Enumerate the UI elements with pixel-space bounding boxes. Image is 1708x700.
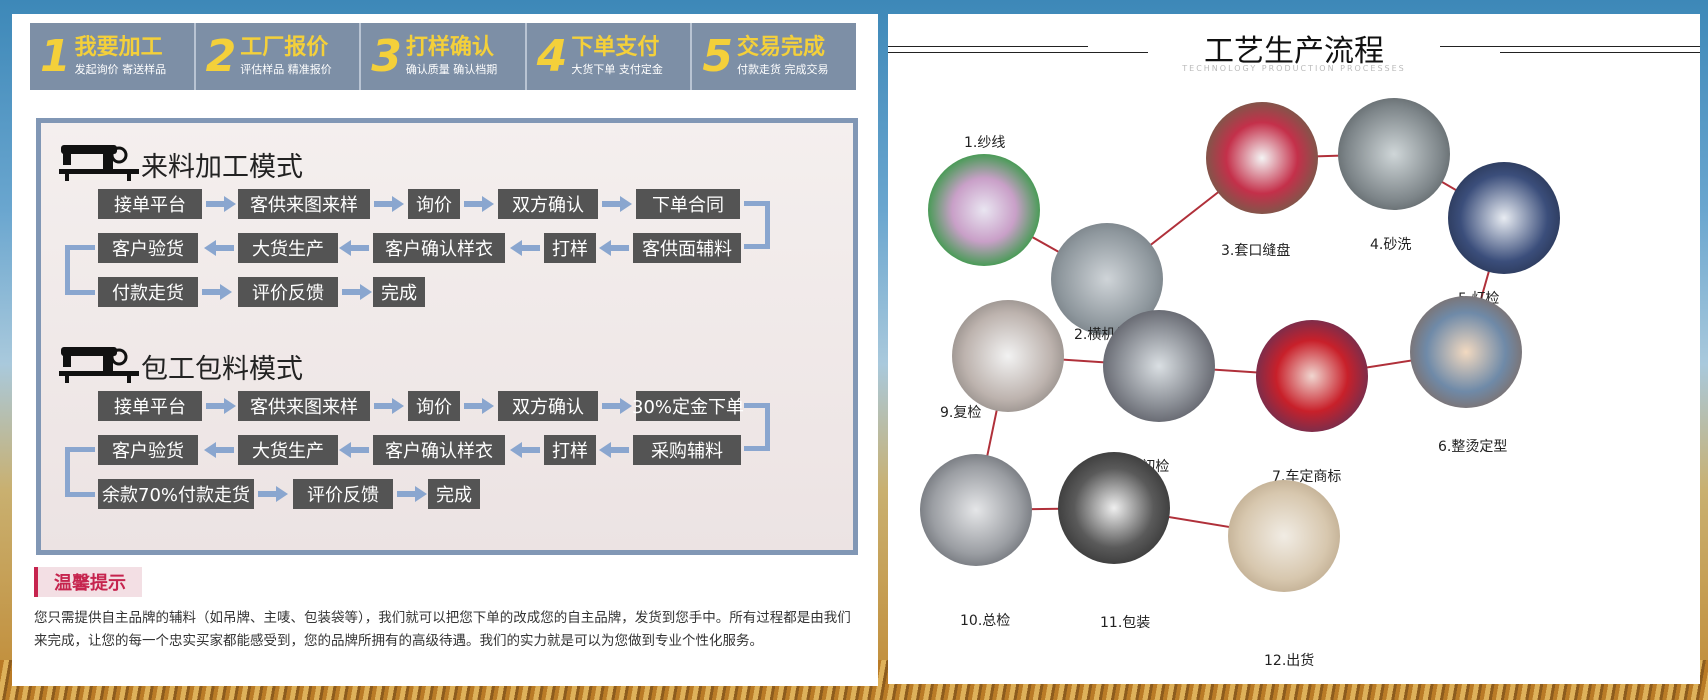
mode1-step: 大货生产 bbox=[238, 233, 338, 263]
process-photo bbox=[920, 454, 1032, 566]
arrow-left-icon bbox=[202, 233, 236, 263]
mode2-step: 客户确认样衣 bbox=[373, 435, 505, 465]
arrow-right-icon bbox=[256, 479, 290, 509]
process-photo bbox=[1448, 162, 1560, 274]
mode1-step: 双方确认 bbox=[498, 189, 598, 219]
mode2-step: 余款70%付款走货 bbox=[98, 479, 254, 509]
connector-bend-left bbox=[65, 447, 95, 497]
process-subtitle: TECHNOLOGY PRODUCTION PROCESSES bbox=[1182, 64, 1406, 73]
mode2-step: 评价反馈 bbox=[293, 479, 393, 509]
process-photo bbox=[1103, 310, 1215, 422]
title-rule-right-2 bbox=[1500, 52, 1700, 53]
arrow-left-icon bbox=[597, 435, 631, 465]
tip-heading: 温馨提示 bbox=[34, 567, 142, 597]
title-rule-left bbox=[888, 46, 1088, 47]
process-photo bbox=[928, 154, 1040, 266]
process-label: 3.套口缝盘 bbox=[1221, 243, 1291, 259]
mode1-title: 来料加工模式 bbox=[141, 152, 303, 183]
arrow-right-icon bbox=[204, 391, 238, 421]
arrow-right-icon bbox=[372, 189, 406, 219]
arrow-left-icon bbox=[508, 435, 542, 465]
sewing-machine-icon bbox=[59, 139, 139, 181]
mode1-step: 下单合同 bbox=[636, 189, 740, 219]
mode1-step: 接单平台 bbox=[98, 189, 202, 219]
arrow-right-icon bbox=[200, 277, 234, 307]
mode1-step: 完成 bbox=[373, 277, 425, 307]
process-label: 4.砂洗 bbox=[1370, 237, 1412, 253]
process-photo bbox=[1256, 320, 1368, 432]
arrow-right-icon bbox=[462, 391, 496, 421]
title-rule-left-2 bbox=[888, 52, 1148, 53]
process-label: 6.整烫定型 bbox=[1438, 439, 1508, 455]
process-photo bbox=[1338, 98, 1450, 210]
process-photo bbox=[1206, 102, 1318, 214]
process-label: 11.包装 bbox=[1100, 615, 1151, 631]
connector-bend-left bbox=[65, 245, 95, 295]
mode2-title: 包工包料模式 bbox=[141, 354, 303, 385]
mode2-step: 客供来图来样 bbox=[238, 391, 370, 421]
mode2-step: 接单平台 bbox=[98, 391, 202, 421]
process-label: 10.总检 bbox=[960, 613, 1011, 629]
arrow-left-icon bbox=[337, 233, 371, 263]
arrow-right-icon bbox=[395, 479, 429, 509]
mode1-step: 评价反馈 bbox=[238, 277, 338, 307]
arrow-left-icon bbox=[202, 435, 236, 465]
mode1-step: 询价 bbox=[408, 189, 460, 219]
arrow-left-icon bbox=[597, 233, 631, 263]
process-title: 工艺生产流程 bbox=[1204, 34, 1384, 69]
mode1-step: 客供来图来样 bbox=[238, 189, 370, 219]
mode2-step: 打样 bbox=[544, 435, 596, 465]
process-photo bbox=[952, 300, 1064, 412]
arrow-right-icon bbox=[372, 391, 406, 421]
arrow-right-icon bbox=[204, 189, 238, 219]
mode2-step: 大货生产 bbox=[238, 435, 338, 465]
process-label: 9.复检 bbox=[940, 405, 982, 421]
process-photo bbox=[1058, 452, 1170, 564]
mode2-step: 询价 bbox=[408, 391, 460, 421]
mode1-step: 打样 bbox=[544, 233, 596, 263]
process-label: 12.出货 bbox=[1264, 653, 1315, 669]
mode2-step: 双方确认 bbox=[498, 391, 598, 421]
process-photo bbox=[1410, 296, 1522, 408]
arrow-right-icon bbox=[600, 189, 634, 219]
arrow-left-icon bbox=[508, 233, 542, 263]
mode1-step: 付款走货 bbox=[98, 277, 198, 307]
arrow-right-icon bbox=[340, 277, 374, 307]
mode2-step: 30%定金下单 bbox=[632, 391, 744, 421]
mode1-step: 客供面辅料 bbox=[633, 233, 741, 263]
process-photo bbox=[1228, 480, 1340, 592]
sewing-machine-icon bbox=[59, 341, 139, 383]
tip-text: 您只需提供自主品牌的辅料（如吊牌、主唛、包装袋等），我们就可以把您下单的改成您的… bbox=[34, 610, 851, 649]
arrow-right-icon bbox=[462, 189, 496, 219]
mode1-step: 客户验货 bbox=[98, 233, 198, 263]
process-panel: 工艺生产流程 TECHNOLOGY PRODUCTION PROCESSES 1… bbox=[888, 14, 1700, 684]
modes-frame: 来料加工模式接单平台客供来图来样询价双方确认下单合同客户验货大货生产客户确认样衣… bbox=[36, 118, 858, 555]
process-label: 1.纱线 bbox=[964, 135, 1006, 151]
mode2-step: 完成 bbox=[428, 479, 480, 509]
title-rule-right bbox=[1440, 46, 1700, 47]
connector-bend-right bbox=[744, 403, 770, 451]
arrow-right-icon bbox=[600, 391, 634, 421]
mode1-step: 客户确认样衣 bbox=[373, 233, 505, 263]
arrow-left-icon bbox=[337, 435, 371, 465]
mode2-step: 采购辅料 bbox=[633, 435, 741, 465]
connector-bend-right bbox=[744, 201, 770, 249]
mode2-step: 客户验货 bbox=[98, 435, 198, 465]
